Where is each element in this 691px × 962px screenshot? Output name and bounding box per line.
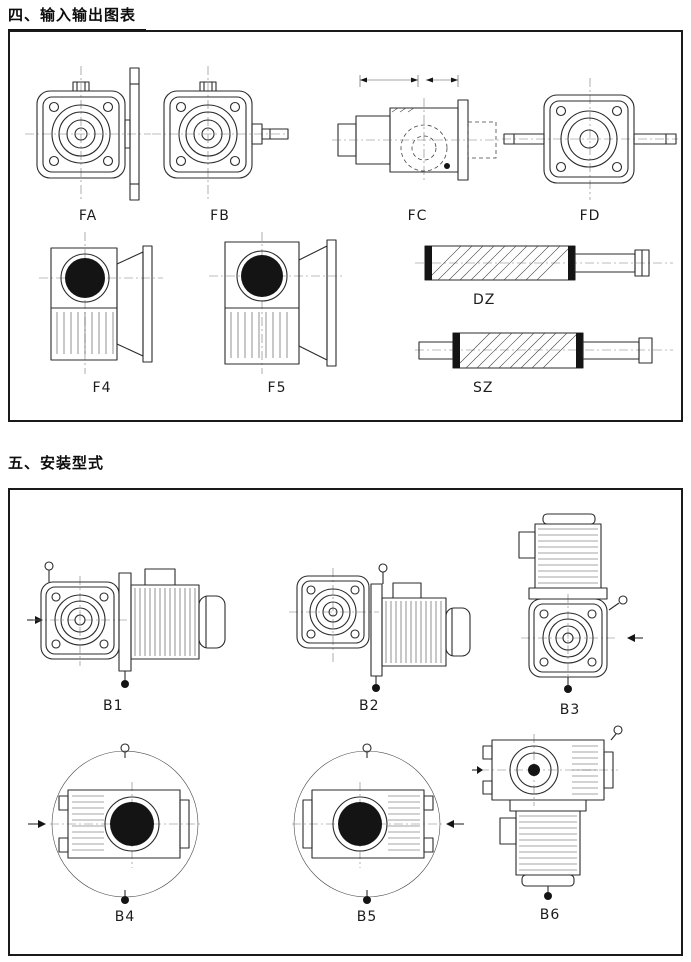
figure-b4: B4 — [20, 742, 230, 925]
figure-label-f5: F5 — [267, 380, 287, 396]
b4-mounting-drawing — [28, 743, 200, 904]
fb-gearbox-front-shaft-drawing — [152, 66, 289, 202]
figure-label-b2: B2 — [359, 698, 380, 714]
figure-label-sz: SZ — [473, 380, 494, 396]
figure-b1: B1 — [25, 556, 240, 714]
fc-gearbox-side-drawing — [332, 75, 502, 182]
section-mounting-title: 五、安装型式 — [8, 452, 104, 473]
figure-label-b1: B1 — [103, 698, 124, 714]
figure-f4: F4 — [37, 228, 167, 396]
figure-label-dz: DZ — [473, 292, 496, 308]
figure-fa: FA — [23, 60, 153, 224]
b2-mounting-drawing — [289, 563, 471, 692]
section-io-box: FA — [8, 30, 683, 422]
b1-mounting-drawing — [27, 561, 226, 688]
figure-f5: F5 — [207, 228, 347, 396]
fa-gearbox-front-flange-drawing — [25, 66, 151, 202]
figure-label-b5: B5 — [356, 909, 378, 925]
b3-mounting-drawing — [518, 513, 643, 693]
figure-b5: B5 — [262, 742, 472, 925]
figure-b2: B2 — [287, 556, 487, 714]
figure-label-fb: FB — [210, 208, 230, 224]
f5-gearbox-flange-side-drawing — [209, 232, 343, 374]
figure-fb: FB — [150, 60, 290, 224]
figure-b3: B3 — [495, 510, 645, 718]
figure-label-b4: B4 — [114, 909, 136, 925]
section-mounting-title-text: 五、安装型式 — [8, 454, 105, 472]
b5-mounting-drawing — [292, 743, 464, 904]
dz-shaft-drawing — [415, 245, 673, 281]
section-io-title: 四、输入输出图表 — [8, 4, 147, 31]
figure-fc: FC — [330, 72, 505, 224]
f4-gearbox-flange-side-drawing — [39, 232, 163, 374]
figure-label-fa: FA — [78, 208, 98, 224]
figure-label-b3: B3 — [559, 702, 581, 718]
section-mounting-box: B1 — [8, 488, 683, 956]
fd-gearbox-double-shaft-drawing — [502, 78, 678, 200]
figure-b6: B6 — [470, 720, 630, 923]
figure-label-f4: F4 — [92, 380, 112, 396]
figure-fd: FD — [500, 72, 680, 224]
figure-label-fd: FD — [579, 208, 601, 224]
figure-label-b6: B6 — [539, 907, 561, 923]
b6-mounting-drawing — [472, 725, 623, 900]
figure-label-fc: FC — [407, 208, 428, 224]
section-io-title-text: 四、输入输出图表 — [8, 6, 137, 24]
figure-sz: SZ — [415, 322, 675, 396]
figure-dz: DZ — [415, 236, 675, 308]
sz-shaft-drawing — [415, 332, 673, 369]
